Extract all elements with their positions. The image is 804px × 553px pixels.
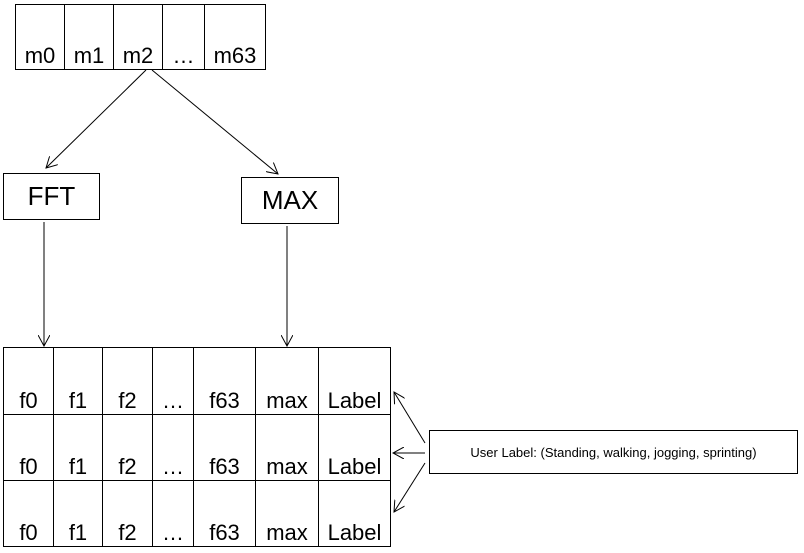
arrow-m2-to-fft: [46, 69, 147, 168]
table-cell-text: f63: [209, 520, 240, 545]
table-cell-max: max: [255, 480, 319, 547]
table-cell-text: f1: [68, 388, 88, 413]
table-cell-text: f2: [118, 520, 137, 545]
table-cell-f2: f2: [102, 480, 153, 547]
input-cell-m2: m2: [113, 4, 163, 70]
input-cell-m1: m1: [64, 4, 114, 70]
fft-label: FFT: [27, 181, 76, 211]
input-cell-m0: m0: [15, 4, 65, 70]
arrow-userlabel-to-row1: [394, 392, 426, 444]
arrow-userlabel-to-row3: [394, 462, 426, 512]
table-cell-f0: f0: [3, 414, 54, 481]
table-cell-f0: f0: [3, 480, 54, 547]
table-cell-text: f2: [118, 454, 137, 479]
table-cell-f63: f63: [193, 480, 256, 547]
table-cell-text: f1: [68, 454, 88, 479]
table-cell-text: …: [162, 520, 184, 545]
table-cell-text: f1: [68, 520, 88, 545]
table-cell-text: …: [162, 388, 184, 413]
table-cell-f1: f1: [53, 347, 103, 415]
table-cell-text: max: [266, 520, 308, 545]
input-cell-label: m63: [213, 43, 257, 68]
user-label-text: User Label: (Standing, walking, jogging,…: [470, 444, 757, 460]
table-cell-max: max: [255, 347, 319, 415]
table-cell-text: Label: [327, 454, 382, 479]
fft-box: FFT: [3, 173, 100, 220]
input-cell-label: …: [172, 43, 195, 68]
table-cell-max: max: [255, 414, 319, 481]
input-cell-label: m2: [122, 43, 154, 68]
table-cell-f1: f1: [53, 480, 103, 547]
table-cell-text: f0: [19, 454, 38, 479]
table-cell-text: f0: [19, 388, 38, 413]
table-cell-ellipsis: …: [152, 480, 194, 547]
table-cell-text: f63: [209, 454, 240, 479]
input-cell-m63: m63: [204, 4, 266, 70]
table-cell-f2: f2: [102, 414, 153, 481]
arrow-m2-to-max: [151, 69, 278, 174]
table-cell-text: Label: [327, 388, 382, 413]
max-label: MAX: [261, 185, 319, 215]
table-cell-f1: f1: [53, 414, 103, 481]
table-cell-f63: f63: [193, 414, 256, 481]
table-cell-text: …: [162, 454, 184, 479]
table-cell-text: max: [266, 454, 308, 479]
table-cell-text: f63: [209, 388, 240, 413]
input-cell-label: m0: [24, 43, 56, 68]
table-cell-text: max: [266, 388, 308, 413]
table-cell-text: Label: [327, 520, 382, 545]
table-cell-label: Label: [318, 480, 391, 547]
max-box: MAX: [241, 177, 339, 224]
table-cell-f0: f0: [3, 347, 54, 415]
input-cell-label: m1: [73, 43, 105, 68]
table-cell-text: f2: [118, 388, 137, 413]
table-cell-label: Label: [318, 414, 391, 481]
table-cell-text: f0: [19, 520, 38, 545]
user-label-box: User Label: (Standing, walking, jogging,…: [429, 430, 798, 474]
table-cell-label: Label: [318, 347, 391, 415]
table-cell-ellipsis: …: [152, 347, 194, 415]
